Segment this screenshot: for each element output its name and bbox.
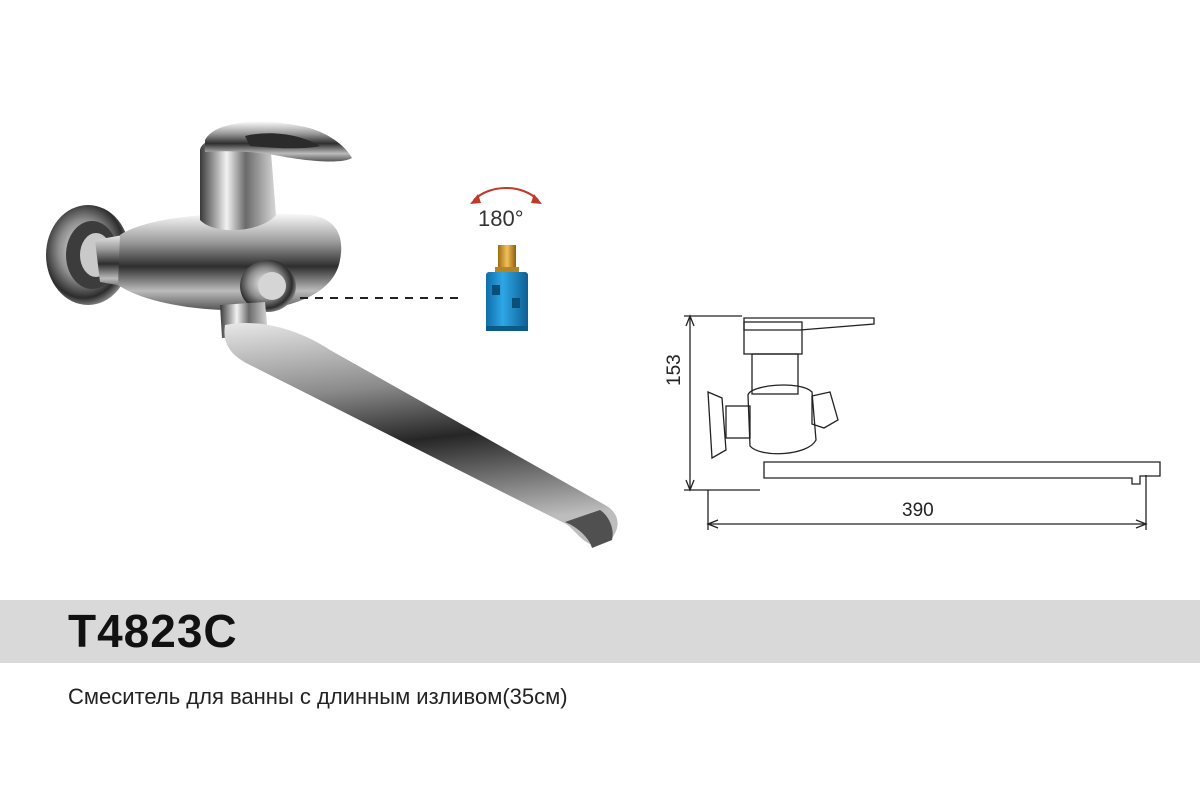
- cartridge-illustration: [470, 187, 542, 331]
- model-code: T4823C: [68, 605, 238, 657]
- cartridge-body: [486, 272, 528, 330]
- faucet-photo: [46, 121, 618, 548]
- product-illustration: [46, 121, 1161, 548]
- rotation-label: 180°: [478, 206, 524, 231]
- model-band: [0, 600, 1200, 663]
- height-dimension-label: 153: [664, 354, 685, 386]
- spout: [224, 322, 618, 545]
- product-description: Смеситель для ванны с длинным изливом(35…: [68, 684, 568, 709]
- cartridge-stem: [498, 245, 516, 271]
- rotation-arrow-icon: [473, 187, 539, 201]
- width-dimension-label: 390: [902, 500, 934, 521]
- technical-drawing: [684, 314, 1161, 530]
